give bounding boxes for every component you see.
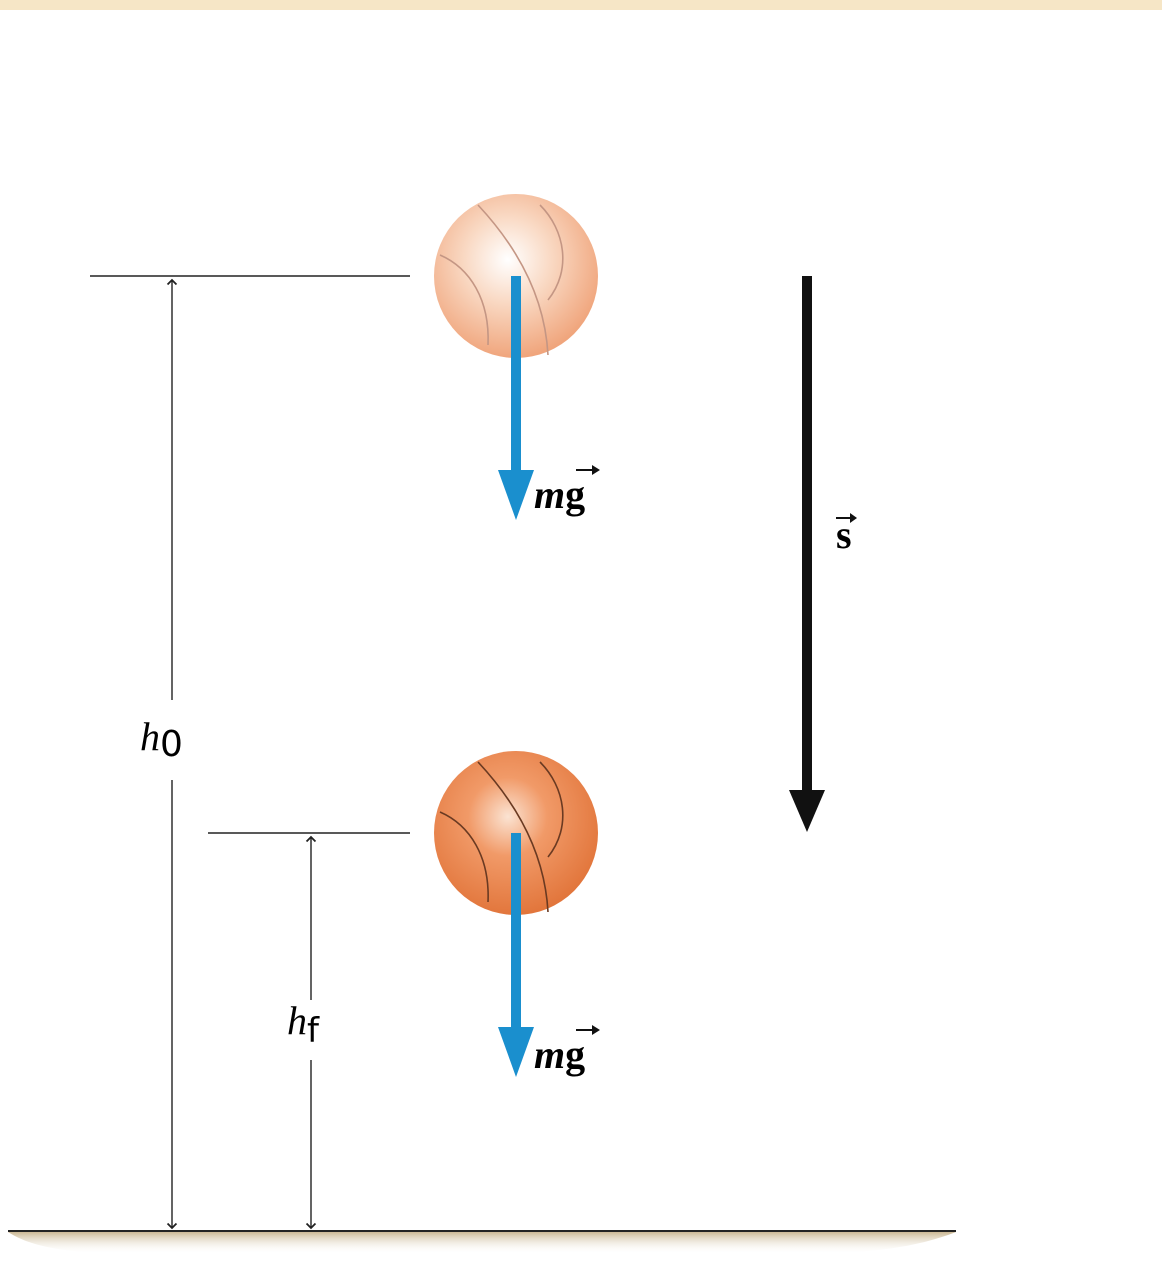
displacement-arrow xyxy=(789,276,825,832)
weight-arrow-bottom xyxy=(498,833,534,1077)
hf-label: hf xyxy=(287,998,320,1051)
h0-label: h0 xyxy=(140,714,183,765)
displacement-label: s xyxy=(836,512,852,557)
vector-arrow-icon xyxy=(576,465,600,475)
weight-arrow-top xyxy=(498,276,534,520)
vector-arrow-icon xyxy=(576,1025,600,1035)
vector-arrow-icon xyxy=(836,513,857,523)
weight-label-top: mg xyxy=(534,472,585,517)
ground-shadow xyxy=(8,1232,956,1254)
frame-band xyxy=(0,0,1162,10)
weight-label-bottom: mg xyxy=(534,1032,585,1077)
